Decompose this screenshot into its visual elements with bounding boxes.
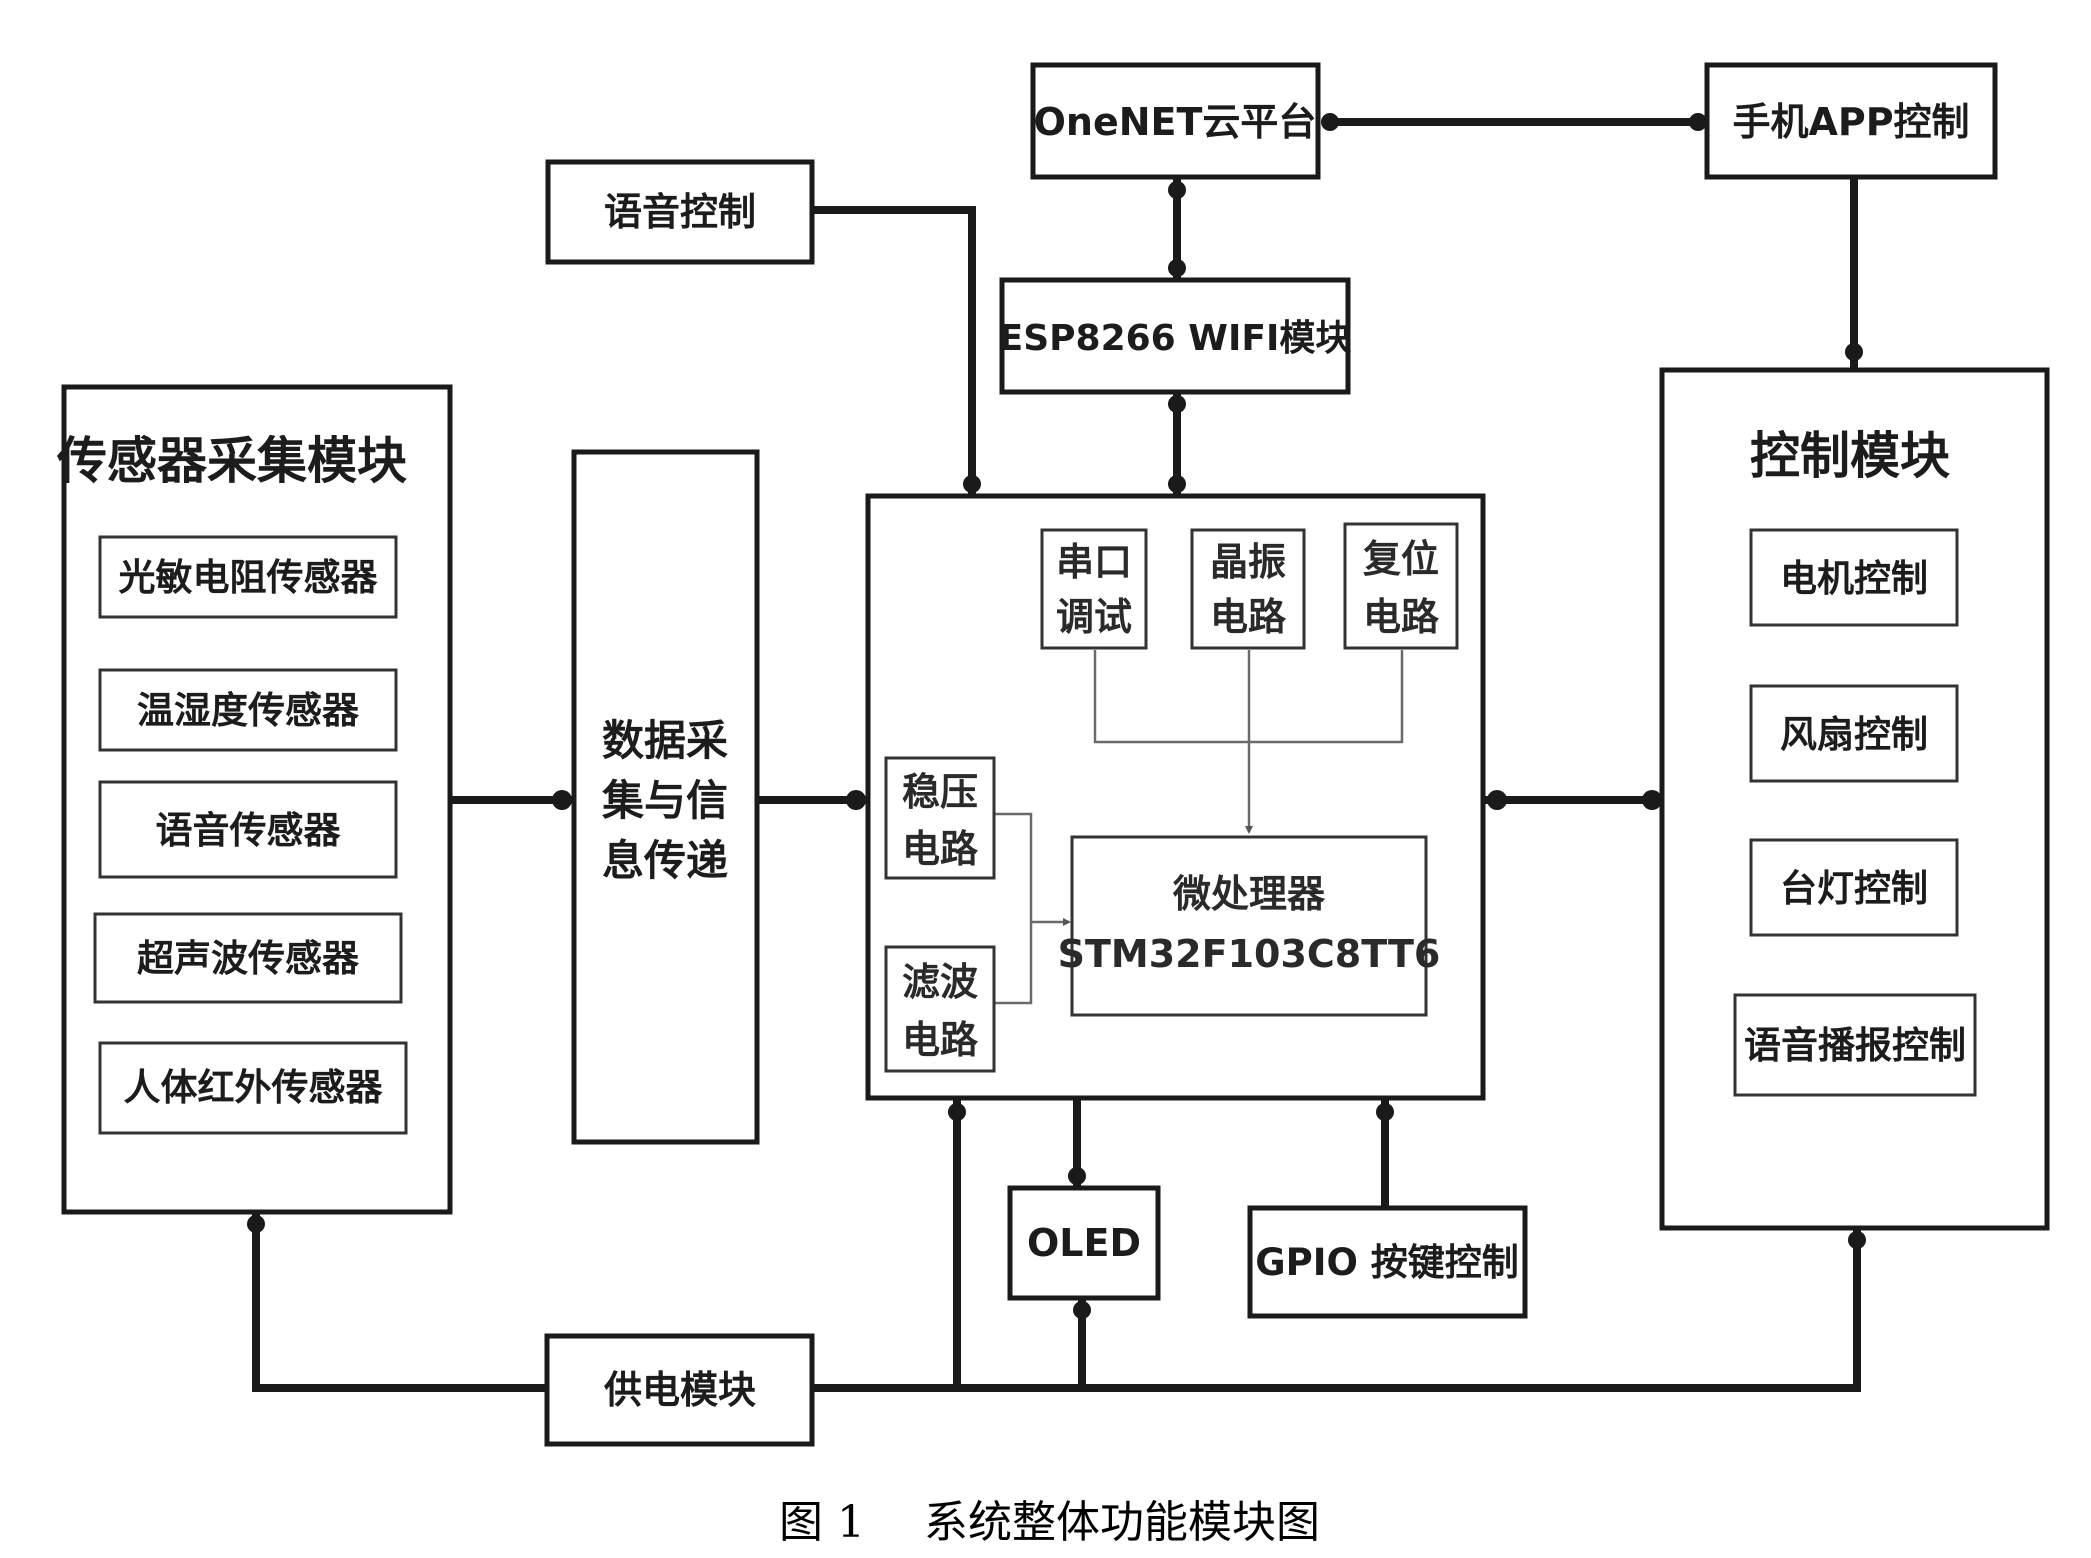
dot <box>1168 475 1186 493</box>
sensor-item: 人体红外传感器 <box>124 1066 384 1109</box>
dot <box>1689 113 1707 131</box>
gpio-label: GPIO 按键控制 <box>1255 1241 1519 1284</box>
crystal-circuit-line: 晶振 <box>1210 540 1286 584</box>
dot <box>1376 1103 1394 1121</box>
dot <box>1845 343 1863 361</box>
wire-power-bus <box>812 1228 1861 1392</box>
dot <box>948 1103 966 1121</box>
dot <box>247 1215 265 1233</box>
oled-label: OLED <box>1027 1221 1141 1265</box>
filter-circuit-line: 滤波 <box>902 960 978 1004</box>
mcu-label-line: STM32F103C8TT6 <box>1058 932 1441 976</box>
dot <box>1321 113 1339 131</box>
reset-circuit-line: 电路 <box>1363 595 1440 639</box>
wifi-module-box: ESP8266 WIFI模块 <box>999 277 1352 395</box>
sensor-item: 温湿度传感器 <box>137 689 360 732</box>
control-item: 语音播报控制 <box>1744 1024 1966 1067</box>
data-transfer-box: 数据采 集与信 息传递 <box>571 449 760 1145</box>
serial-debug-line: 串口 <box>1056 540 1132 584</box>
dot <box>1068 1167 1086 1185</box>
dot <box>1642 790 1662 810</box>
wifi-module-label: ESP8266 WIFI模块 <box>999 318 1352 359</box>
wire-voice-board <box>812 206 976 496</box>
dot <box>1168 395 1186 413</box>
cloud-platform-box: OneNET云平台 <box>1030 62 1321 180</box>
dot <box>1073 1301 1091 1319</box>
wire-power-sensor <box>252 1212 547 1392</box>
power-module-box: 供电模块 <box>544 1333 815 1447</box>
phone-app-label: 手机APP控制 <box>1732 100 1969 144</box>
dot <box>1848 1231 1866 1249</box>
regulator-circuit-line: 稳压 <box>902 770 978 814</box>
mcu-label-line: 微处理器 <box>1172 872 1326 916</box>
sensor-module: 传感器采集模块 光敏电阻传感器 温湿度传感器 语音传感器 超声波传感器 人体红外… <box>56 384 453 1215</box>
dot <box>963 475 981 493</box>
mcu-board: 串口 调试 晶振 电路 复位 电路 稳压 电路 滤波 电路 微处理器 STM32… <box>865 493 1486 1101</box>
dot <box>1487 790 1507 810</box>
oled-box: OLED <box>1007 1185 1161 1301</box>
control-module: 控制模块 电机控制 风扇控制 台灯控制 语音播报控制 <box>1659 367 2050 1231</box>
gpio-box: GPIO 按键控制 <box>1247 1205 1528 1319</box>
sensor-item: 超声波传感器 <box>137 937 360 980</box>
wire-regulator-mcu <box>995 812 1033 1005</box>
phone-app-box: 手机APP控制 <box>1704 62 1998 180</box>
figure-caption: 系统整体功能模块图 <box>924 1497 1320 1548</box>
control-item: 电机控制 <box>1780 557 1928 600</box>
connector-dots <box>247 113 1866 1319</box>
dot <box>1168 259 1186 277</box>
data-transfer-line: 息传递 <box>602 836 728 885</box>
voice-control-box: 语音控制 <box>545 159 815 265</box>
crystal-circuit-line: 电路 <box>1210 595 1287 639</box>
voice-control-label: 语音控制 <box>604 190 756 234</box>
control-item: 台灯控制 <box>1780 867 1928 910</box>
power-module-label: 供电模块 <box>604 1368 756 1412</box>
figure-number: 图 1 <box>779 1497 865 1548</box>
serial-debug-line: 调试 <box>1056 595 1132 639</box>
sensor-item: 光敏电阻传感器 <box>119 556 379 599</box>
dot <box>846 790 866 810</box>
reset-circuit-line: 复位 <box>1363 537 1439 581</box>
dot <box>552 790 572 810</box>
data-transfer-line: 数据采 <box>602 716 728 765</box>
sensor-module-title: 传感器采集模块 <box>56 432 407 490</box>
regulator-circuit-line: 电路 <box>902 827 979 871</box>
filter-circuit-line: 电路 <box>902 1018 979 1062</box>
sensor-item: 语音传感器 <box>156 809 342 852</box>
cloud-platform-label: OneNET云平台 <box>1034 100 1317 144</box>
data-transfer-line: 集与信 <box>601 776 728 825</box>
control-module-title: 控制模块 <box>1750 427 1950 485</box>
control-item: 风扇控制 <box>1780 713 1928 756</box>
dot <box>1168 181 1186 199</box>
